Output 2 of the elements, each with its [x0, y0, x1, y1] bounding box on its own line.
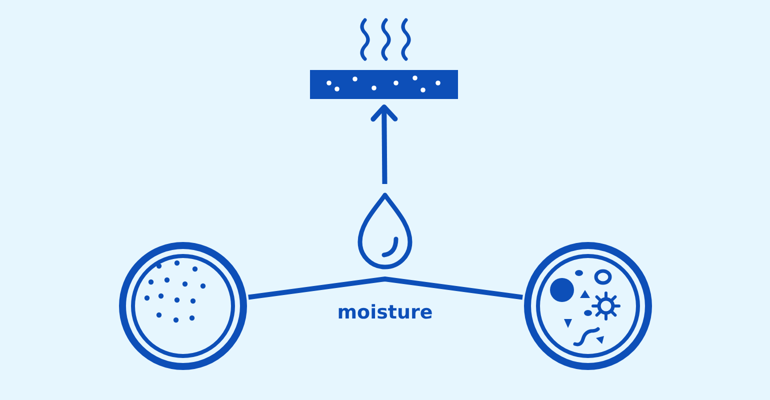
- arrow: [370, 104, 398, 184]
- connector-line: [248, 276, 523, 300]
